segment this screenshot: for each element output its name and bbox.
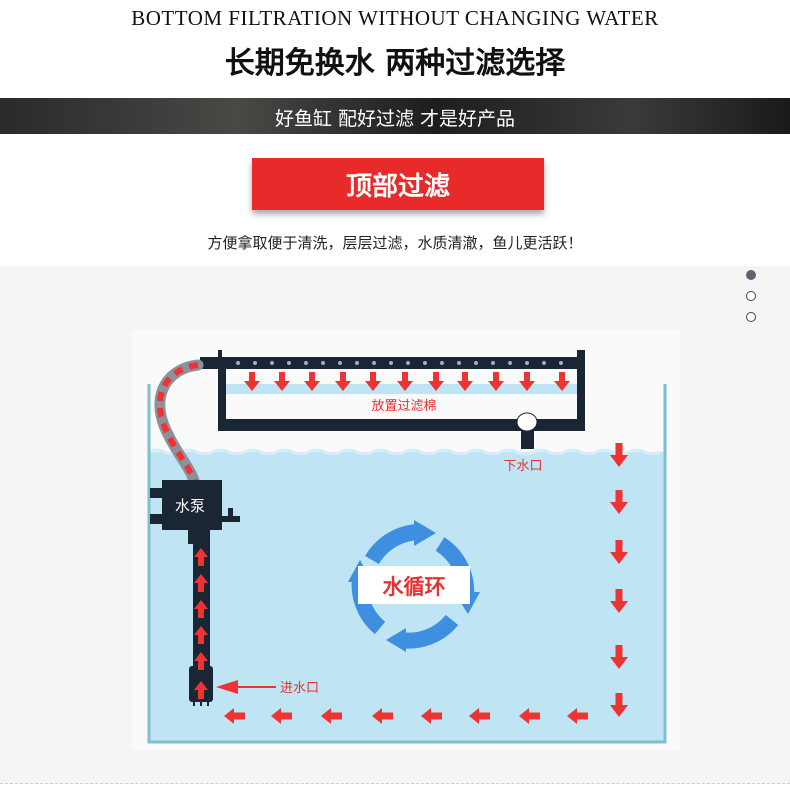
hose-flow (156, 362, 199, 493)
page-title: 长期免换水 两种过滤选择 (224, 46, 566, 81)
inlet-label: 进水口 (280, 681, 319, 696)
english-title: BOTTOM FILTRATION WITHOUT CHANGING WATER (131, 6, 659, 30)
carousel-dot-3[interactable] (746, 312, 756, 322)
water-surface (148, 448, 662, 456)
section-subtitle: 方便拿取便于清洗，层层过滤，水质清澈，鱼儿更活跃！ (207, 234, 583, 252)
aquarium-tank (147, 384, 667, 744)
section-tag-label: 顶部过滤 (345, 172, 450, 202)
bottom-divider (0, 783, 790, 784)
carousel-dot-1[interactable] (746, 270, 756, 280)
slogan-text: 好鱼缸 配好过滤 才是好产品 (274, 108, 516, 130)
section-tag (252, 158, 544, 210)
pump-label: 水泵 (175, 497, 205, 515)
carousel-dot-2[interactable] (746, 291, 756, 301)
inlet-pointer-arrowhead (216, 680, 238, 694)
outlet-label: 下水口 (503, 459, 542, 474)
water-pump (150, 480, 240, 544)
cycle-label: 水循环 (383, 575, 446, 599)
filter-cotton-label: 放置过滤棉 (371, 399, 436, 414)
cycle-label-box (358, 566, 470, 604)
slogan-banner (0, 98, 790, 134)
filter-holes (236, 361, 563, 365)
